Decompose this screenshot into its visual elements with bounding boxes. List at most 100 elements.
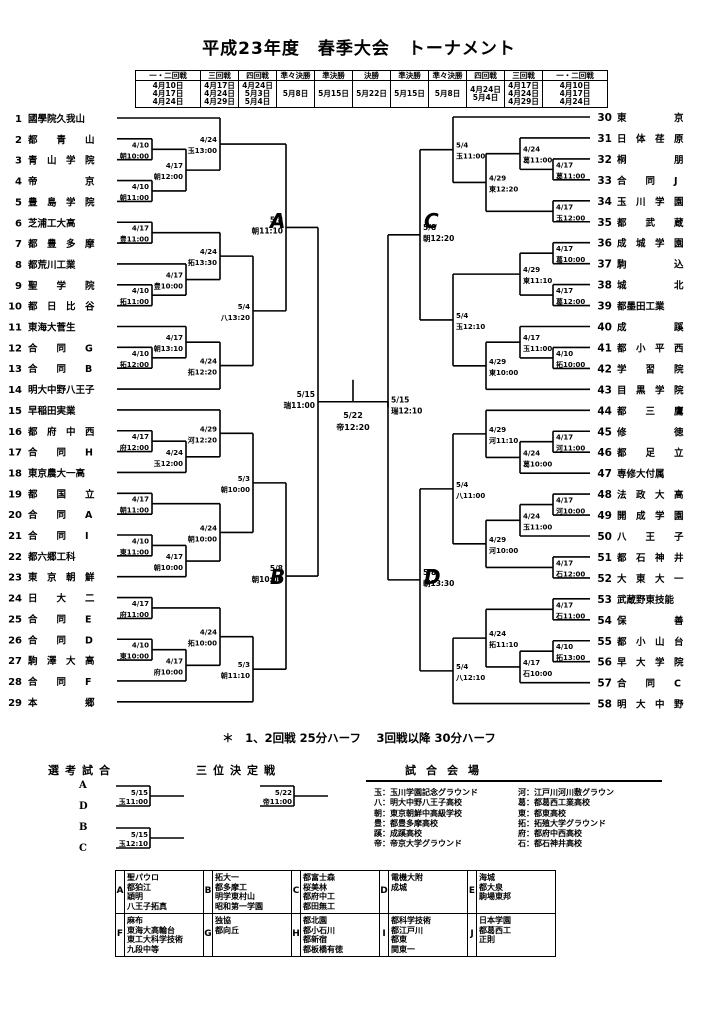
match-time: 朝10:00 xyxy=(252,574,283,584)
team-number: 8 xyxy=(15,260,22,271)
venue-item: 河：江戸川河川敷グラウン xyxy=(518,788,614,797)
team-name: 玉 川 学 園 xyxy=(617,196,684,208)
match-time: 河11:10 xyxy=(489,436,518,445)
team-name: 都 日 比 谷 xyxy=(27,301,95,313)
match-date: 4/10 xyxy=(132,350,149,358)
team-number: 50 xyxy=(597,531,612,543)
group-teams: 都北園 都小石川 都新宿 都板橋有徳 xyxy=(300,913,380,957)
team-name: 成 蹊 xyxy=(617,322,684,334)
match-date: 4/17 xyxy=(556,601,573,609)
match-time: 朝10:00 xyxy=(154,563,183,572)
match-time: 豊10:00 xyxy=(154,282,183,291)
group-teams: 拓大一 都多摩工 明学東村山 昭和第一学園 xyxy=(212,870,292,914)
team-name: 武蔵野東技能 xyxy=(617,594,675,606)
match-time: 玉12:00 xyxy=(556,214,585,222)
team-number: 9 xyxy=(15,281,22,292)
team-number: 14 xyxy=(8,385,22,396)
team-name: 駒 澤 大 高 xyxy=(27,655,95,667)
match-date: 4/10 xyxy=(132,287,149,295)
match-time: 府10:00 xyxy=(154,667,183,676)
team-name: 学 習 院 xyxy=(617,363,684,375)
match-date: 5/15 xyxy=(131,831,148,839)
page-title: 平成23年度 春季大会 トーナメント xyxy=(202,39,516,59)
team-name: 八 王 子 xyxy=(616,532,684,543)
match-date: 5/8 xyxy=(270,215,283,224)
match-date: 4/17 xyxy=(132,433,149,441)
match-time: 府12:00 xyxy=(120,443,149,452)
selection-label: D xyxy=(79,801,88,812)
block-letter: D xyxy=(424,565,441,589)
match-time: 朝13:30 xyxy=(423,578,454,588)
match-date: 4/29 xyxy=(489,174,506,182)
match-time: 拓12:20 xyxy=(188,368,217,377)
team-number: 38 xyxy=(597,280,612,292)
match-time: 石11:00 xyxy=(555,612,585,620)
match-date: 4/24 xyxy=(523,512,540,520)
team-number: 35 xyxy=(597,217,612,229)
match-date: 4/17 xyxy=(556,161,573,169)
selection-label: B xyxy=(79,822,88,833)
match-date: 4/24 xyxy=(523,146,540,154)
team-name: 本 郷 xyxy=(28,697,95,709)
match-time: 帝11:00 xyxy=(263,797,292,806)
match-date: 5/4 xyxy=(456,663,468,671)
block-letter: C xyxy=(424,209,439,233)
team-number: 12 xyxy=(8,343,22,354)
group-label: E xyxy=(467,870,477,914)
team-name: 合 同 C xyxy=(617,678,681,690)
team-name: 合 同 I xyxy=(28,530,89,542)
match-date: 4/29 xyxy=(489,536,506,544)
group-label: J xyxy=(467,913,477,957)
group-teams: 都科学技術 都江戸川 都東 関東一 xyxy=(388,913,468,957)
team-name: 都 青 山 xyxy=(27,134,95,146)
match-date: 5/3 xyxy=(238,475,250,483)
match-date: 4/24 xyxy=(200,524,217,532)
team-name: 明 大 中 野 xyxy=(617,699,684,711)
match-time: 河10:00 xyxy=(489,546,518,555)
group-label: D xyxy=(379,870,389,914)
venue-item: 蹊：成蹊高校 xyxy=(374,829,422,839)
match-date: 4/17 xyxy=(556,497,573,505)
team-name: 合 同 A xyxy=(28,509,93,521)
team-number: 5 xyxy=(15,197,22,208)
group-teams: 海城 都大泉 駒場東邦 xyxy=(476,870,556,914)
team-number: 54 xyxy=(597,615,612,627)
match-date: 5/8 xyxy=(423,568,436,577)
match-date: 4/17 xyxy=(132,225,149,233)
team-name: 東 京 xyxy=(616,112,684,124)
match-time: 八13:20 xyxy=(220,314,250,322)
match-time: 河10:00 xyxy=(556,507,585,516)
match-date: 4/29 xyxy=(200,425,217,433)
match-date: 4/10 xyxy=(132,141,149,149)
team-name: 都 豊 多 摩 xyxy=(27,238,95,250)
venues-title: 試合会場 xyxy=(405,764,489,777)
team-number: 18 xyxy=(8,468,22,479)
team-number: 40 xyxy=(597,322,612,334)
match-time: 拓10:00 xyxy=(556,360,585,369)
team-name: 都墨田工業 xyxy=(616,301,665,313)
match-time: 瑞11:00 xyxy=(284,400,315,410)
team-name: 東海大菅生 xyxy=(27,322,76,334)
team-number: 13 xyxy=(8,364,22,375)
match-date: 4/24 xyxy=(489,630,506,638)
match-time: 玉12:10 xyxy=(456,323,485,331)
match-time: 河12:20 xyxy=(188,435,217,444)
match-date: 4/29 xyxy=(489,358,506,366)
match-date: 4/10 xyxy=(132,537,149,545)
venue-item: 葛：都葛西工業高校 xyxy=(518,798,590,808)
match-time: 東12:20 xyxy=(489,184,518,193)
match-date: 4/29 xyxy=(489,426,506,434)
team-number: 1 xyxy=(15,114,22,125)
venue-item: 帝：帝京大学グラウンド xyxy=(374,839,462,849)
match-time: 葛10:00 xyxy=(555,255,585,264)
team-number: 24 xyxy=(8,594,22,605)
match-time: 葛11:00 xyxy=(555,171,585,180)
match-time: 拓12:00 xyxy=(120,360,149,369)
match-time: 玉11:00 xyxy=(119,798,148,806)
team-number: 42 xyxy=(597,363,612,375)
team-number: 15 xyxy=(8,406,22,417)
match-date: 5/15 xyxy=(297,390,315,399)
match-date: 4/24 xyxy=(200,358,217,366)
team-number: 49 xyxy=(597,510,612,522)
team-number: 37 xyxy=(597,259,612,271)
